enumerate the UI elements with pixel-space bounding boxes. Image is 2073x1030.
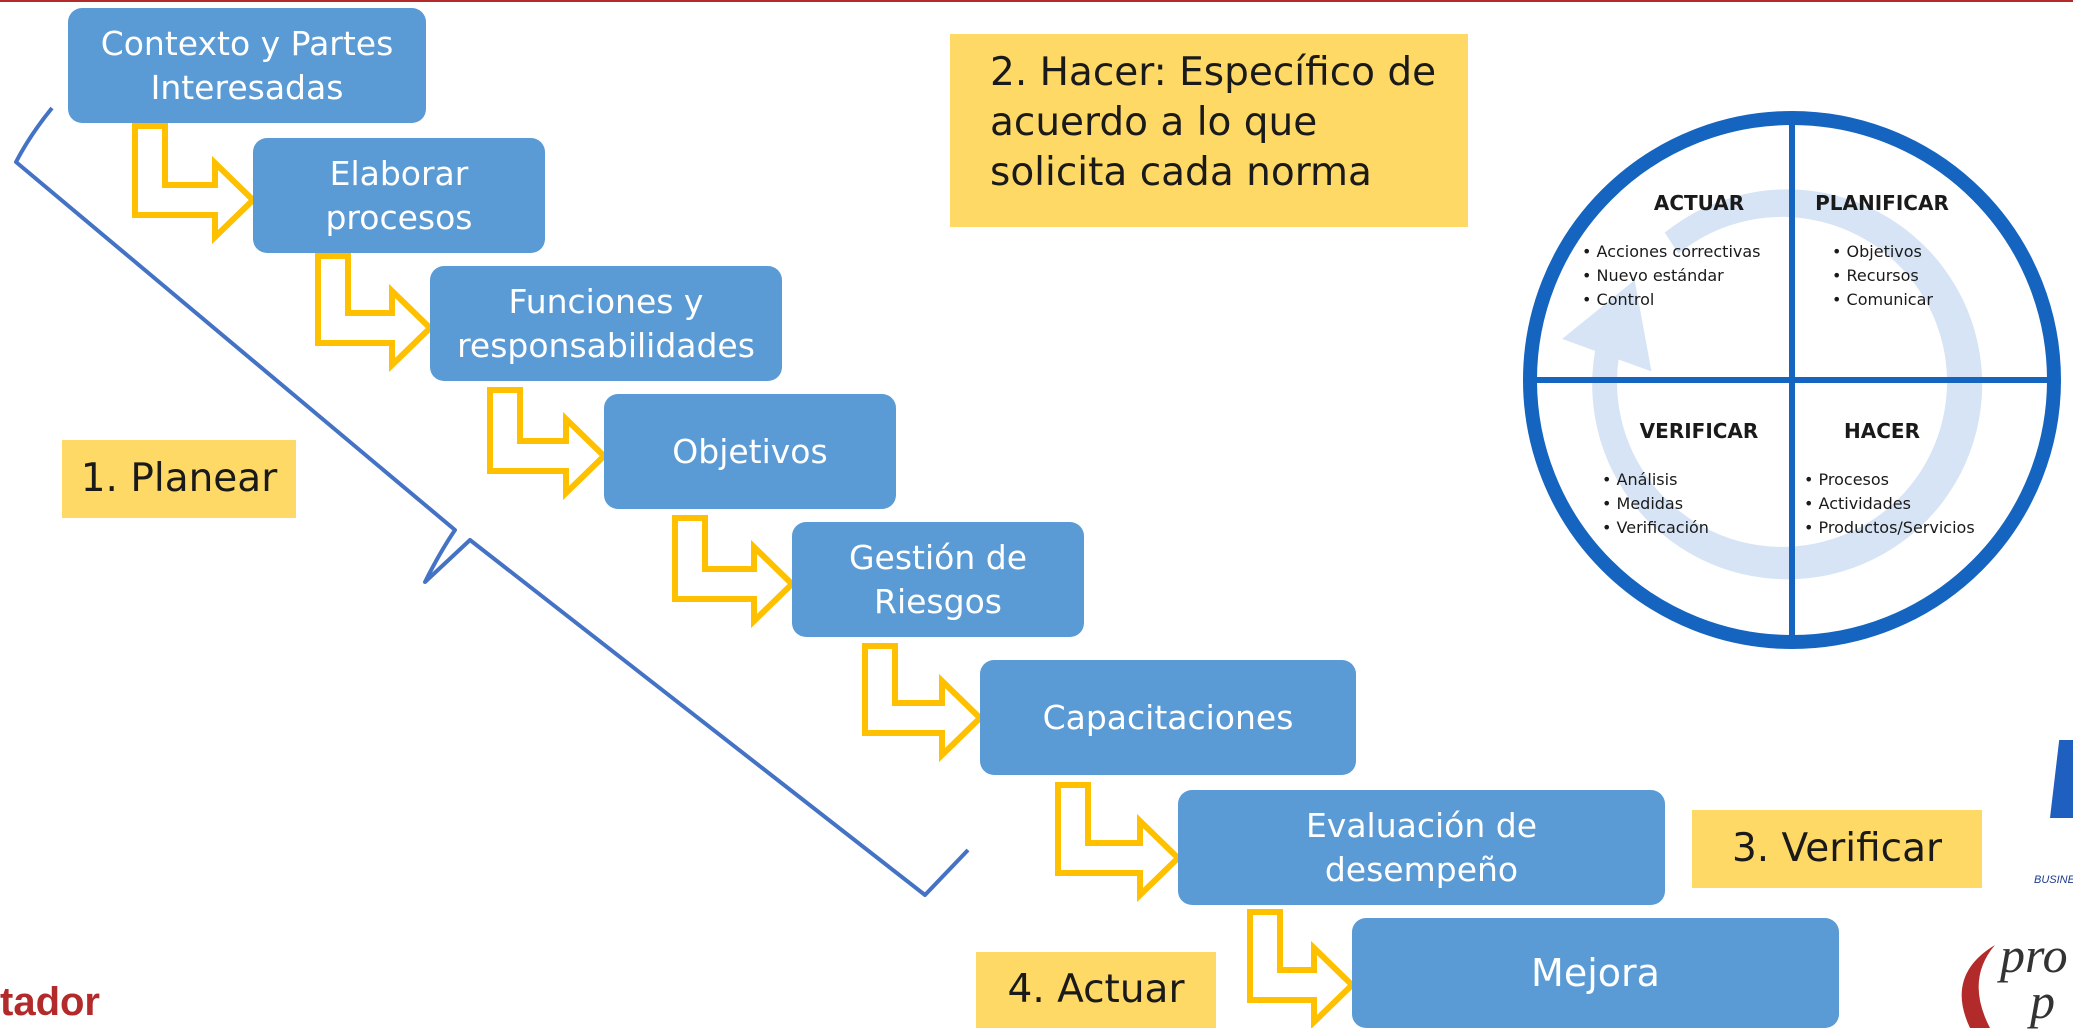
quadrant-title-verificar: VERIFICAR <box>1640 419 1759 443</box>
flow-arrow-7 <box>1247 909 1357 1028</box>
label-planear: 1. Planear <box>62 440 296 518</box>
quadrant-item: • Recursos <box>1832 266 1919 285</box>
planear-brace <box>14 106 970 897</box>
quadrant-title-planificar: PLANIFICAR <box>1815 191 1949 215</box>
flow-arrow-1 <box>132 123 258 245</box>
step-capacitaciones: Capacitaciones <box>980 660 1356 775</box>
quadrant-item: • Productos/Servicios <box>1804 518 1975 537</box>
quadrant-item: • Objetivos <box>1832 242 1922 261</box>
quadrant-item: • Procesos <box>1804 470 1889 489</box>
quadrant-item: • Control <box>1582 290 1654 309</box>
quadrant-item: • Nuevo estándar <box>1582 266 1724 285</box>
step-mejora: Mejora <box>1352 918 1839 1028</box>
quadrant-title-actuar: ACTUAR <box>1654 191 1744 215</box>
flow-arrow-5 <box>862 643 985 763</box>
script-logo-word-2: p <box>2030 973 2055 1029</box>
label-verificar: 3. Verificar <box>1692 810 1982 888</box>
flow-arrow-3 <box>487 387 609 501</box>
quadrant-item: • Actividades <box>1804 494 1911 513</box>
quadrant-title-hacer: HACER <box>1844 419 1920 443</box>
step-evaluacion: Evaluación de desempeño <box>1178 790 1665 905</box>
step-gestion: Gestión de Riesgos <box>792 522 1084 637</box>
top-rule <box>0 0 2073 2</box>
business-logo-text: BUSINE <box>2034 874 2073 886</box>
flow-arrow-6 <box>1055 782 1183 903</box>
quadrant-item: • Análisis <box>1602 470 1677 489</box>
script-logo-word-1: pro <box>2000 927 2068 983</box>
flow-arrow-4 <box>672 515 797 629</box>
step-funciones: Funciones y responsabilidades <box>430 266 782 381</box>
quadrant-item: • Comunicar <box>1832 290 1933 309</box>
step-objetivos: Objetivos <box>604 394 896 509</box>
quadrant-item: • Acciones correctivas <box>1582 242 1761 261</box>
brand-logo-bottom-left: tador <box>0 980 100 1024</box>
step-elaborar: Elaborar procesos <box>253 138 545 253</box>
step-contexto: Contexto y Partes Interesadas <box>68 8 426 123</box>
label-hacer: 2. Hacer: Específico de acuerdo a lo que… <box>950 34 1468 227</box>
label-actuar: 4. Actuar <box>976 952 1216 1028</box>
flow-arrow-2 <box>315 253 435 373</box>
quadrant-item: • Medidas <box>1602 494 1683 513</box>
quadrant-item: • Verificación <box>1602 518 1709 537</box>
